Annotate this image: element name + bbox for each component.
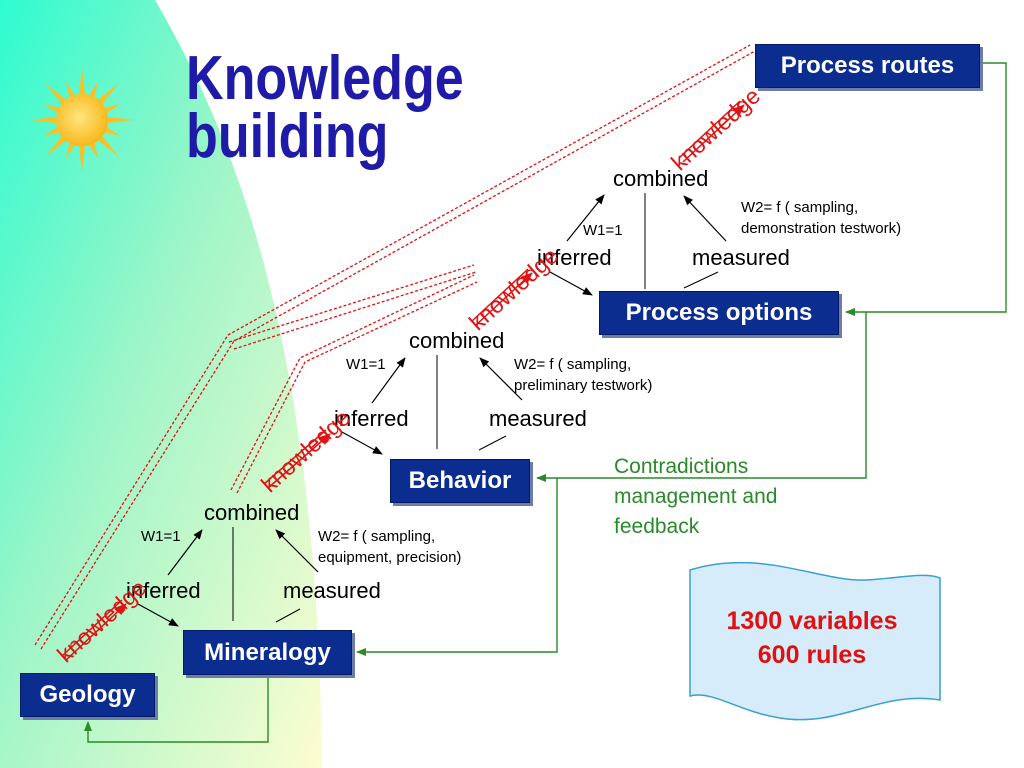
process-options-box: Process options (599, 291, 839, 335)
feedback-note-line-2: management and (614, 485, 778, 508)
w2-line-1b: equipment, precision) (318, 549, 462, 566)
feedback-note-line-3: feedback (614, 515, 700, 538)
title-line-1: Knowledge (186, 44, 464, 113)
process-options-label: Process options (625, 299, 813, 326)
behavior-box: Behavior (390, 459, 530, 503)
sun-ray (94, 132, 119, 157)
combined-label-3: combined (613, 166, 709, 191)
geology-box: Geology (20, 673, 155, 717)
sun-ray (103, 116, 134, 124)
process-routes-label: Process routes (780, 52, 955, 79)
knowledge-arrows (61, 100, 745, 661)
w1-label-1: W1=1 (141, 528, 181, 545)
w1-label-3: W1=1 (583, 222, 623, 239)
sun-ray (94, 83, 119, 108)
mineralogy-box: Mineralogy (183, 630, 352, 675)
sun-icon (30, 68, 134, 172)
sun-ray (30, 116, 61, 124)
w2-label-2: W2= f ( sampling, preliminary testwork) (514, 354, 652, 396)
w1-label-2: W1=1 (346, 356, 386, 373)
behavior-label: Behavior (408, 467, 512, 494)
process-routes-box: Process routes (755, 44, 980, 88)
measured-label-1: measured (283, 578, 381, 603)
inferred-label-1: inferred (126, 578, 201, 603)
sun-ray (78, 141, 86, 172)
dashed-knowledge-paths (34, 44, 756, 650)
measured-label-2: measured (489, 406, 587, 431)
stats-panel (689, 561, 941, 721)
w2-label-1: W2= f ( sampling, equipment, precision) (318, 526, 461, 568)
combined-label-1: combined (204, 500, 300, 525)
title-line-2: building (186, 102, 389, 171)
sun-ray (78, 68, 86, 99)
w2-line-3a: W2= f ( sampling, (741, 199, 859, 216)
level-1-connectors (137, 527, 319, 627)
geology-label: Geology (39, 681, 136, 708)
stats-line-2: 600 rules (757, 641, 867, 669)
w2-line-1a: W2= f ( sampling, (318, 528, 436, 545)
stats-text: 1300 variables 600 rules (712, 604, 912, 672)
combined-label-2: combined (409, 328, 505, 353)
feedback-lines (84, 62, 1007, 743)
inferred-label-3: inferred (537, 245, 612, 270)
level-3-connectors (549, 193, 727, 296)
feedback-note: Contradictions management and feedback (614, 452, 777, 542)
level-2-connectors (341, 355, 523, 455)
page-title: Knowledge building (186, 48, 464, 168)
sun-ray (45, 132, 70, 157)
mineralogy-label: Mineralogy (204, 638, 331, 666)
w2-label-3: W2= f ( sampling, demonstration testwork… (741, 197, 901, 239)
w2-line-3b: demonstration testwork) (741, 220, 902, 237)
w2-line-2a: W2= f ( sampling, (514, 356, 632, 373)
sun-ray (45, 83, 70, 108)
background-gradient-area (0, 0, 322, 768)
measured-label-3: measured (692, 245, 790, 270)
feedback-note-line-1: Contradictions (614, 455, 749, 478)
w2-line-2b: preliminary testwork) (514, 377, 653, 394)
inferred-label-2: inferred (334, 406, 409, 431)
stats-line-1: 1300 variables (726, 607, 898, 635)
